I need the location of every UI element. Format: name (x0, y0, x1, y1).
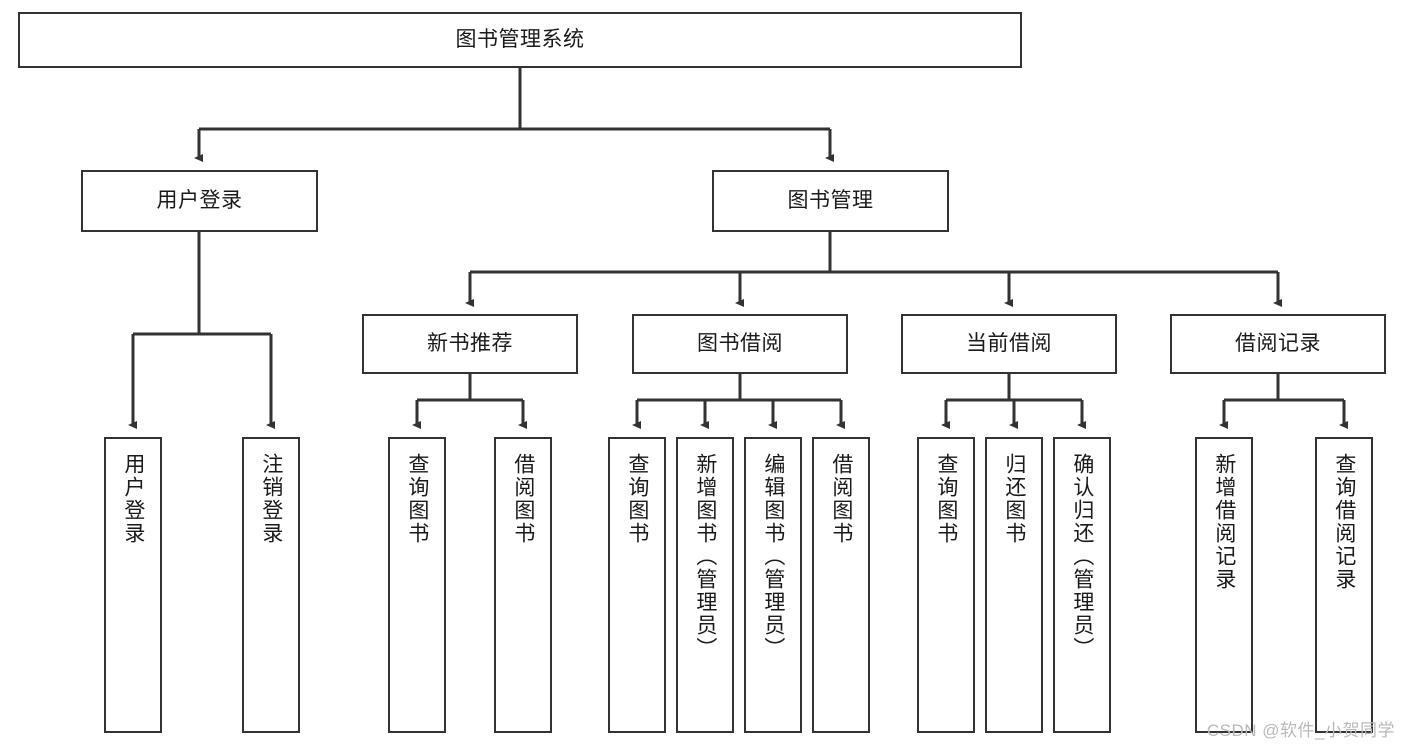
node-leaf-borrow-book-2-label: 借阅图书 (829, 453, 853, 545)
edge-currentborrow-to-leaves (941, 374, 1086, 429)
node-leaf-logout-label: 注销登录 (259, 453, 283, 545)
edge-userlogin-to-leaves (128, 232, 275, 429)
edge-root-to-level2 (194, 68, 834, 162)
node-leaf-user-login[interactable]: 用户登录 (104, 437, 162, 733)
node-leaf-add-record-label: 新增借阅记录 (1212, 453, 1236, 591)
node-leaf-query-record-label: 查询借阅记录 (1332, 453, 1356, 591)
node-new-book-rec-label: 新书推荐 (427, 331, 513, 355)
node-leaf-add-book[interactable]: 新增图书（管理员） (676, 437, 734, 733)
node-leaf-borrow-book-1-label: 借阅图书 (511, 453, 535, 545)
node-leaf-query-book-1-label: 查询图书 (405, 453, 429, 545)
edge-newbook-to-leaves (412, 374, 527, 429)
node-leaf-confirm-return-label: 确认归还（管理员） (1070, 453, 1094, 660)
node-leaf-confirm-return[interactable]: 确认归还（管理员） (1053, 437, 1111, 733)
watermark: CSDN @软件_小贺同学 (1206, 721, 1395, 740)
node-leaf-query-book-2[interactable]: 查询图书 (608, 437, 666, 733)
node-root[interactable]: 图书管理系统 (18, 12, 1022, 68)
node-borrow-record-label: 借阅记录 (1235, 331, 1321, 355)
node-current-borrow-label: 当前借阅 (966, 331, 1052, 355)
node-leaf-return-book-label: 归还图书 (1002, 453, 1026, 545)
edge-bookborrow-to-leaves (632, 374, 845, 429)
node-leaf-borrow-book-2[interactable]: 借阅图书 (812, 437, 870, 733)
node-book-manage-label: 图书管理 (787, 188, 874, 212)
edge-bookmanage-to-level3 (465, 232, 1282, 307)
node-root-label: 图书管理系统 (455, 27, 585, 51)
node-leaf-add-record[interactable]: 新增借阅记录 (1195, 437, 1253, 733)
node-book-borrow-label: 图书借阅 (697, 331, 783, 355)
node-leaf-edit-book-label: 编辑图书（管理员） (761, 453, 785, 660)
node-leaf-query-book-3[interactable]: 查询图书 (917, 437, 975, 733)
node-borrow-record[interactable]: 借阅记录 (1170, 314, 1386, 374)
edge-borrowrecord-to-leaves (1219, 374, 1348, 429)
node-new-book-rec[interactable]: 新书推荐 (362, 314, 578, 374)
node-book-borrow[interactable]: 图书借阅 (632, 314, 848, 374)
node-leaf-query-book-2-label: 查询图书 (625, 453, 649, 545)
node-leaf-add-book-label: 新增图书（管理员） (693, 453, 717, 660)
node-leaf-borrow-book-1[interactable]: 借阅图书 (494, 437, 552, 733)
node-leaf-query-book-1[interactable]: 查询图书 (388, 437, 446, 733)
node-book-manage[interactable]: 图书管理 (712, 170, 949, 232)
node-leaf-logout[interactable]: 注销登录 (242, 437, 300, 733)
node-leaf-user-login-label: 用户登录 (121, 453, 145, 545)
node-leaf-edit-book[interactable]: 编辑图书（管理员） (744, 437, 802, 733)
node-leaf-query-book-3-label: 查询图书 (934, 453, 958, 545)
node-current-borrow[interactable]: 当前借阅 (901, 314, 1117, 374)
node-user-login-label: 用户登录 (156, 188, 243, 212)
node-leaf-query-record[interactable]: 查询借阅记录 (1315, 437, 1373, 733)
node-user-login[interactable]: 用户登录 (81, 170, 318, 232)
node-leaf-return-book[interactable]: 归还图书 (985, 437, 1043, 733)
